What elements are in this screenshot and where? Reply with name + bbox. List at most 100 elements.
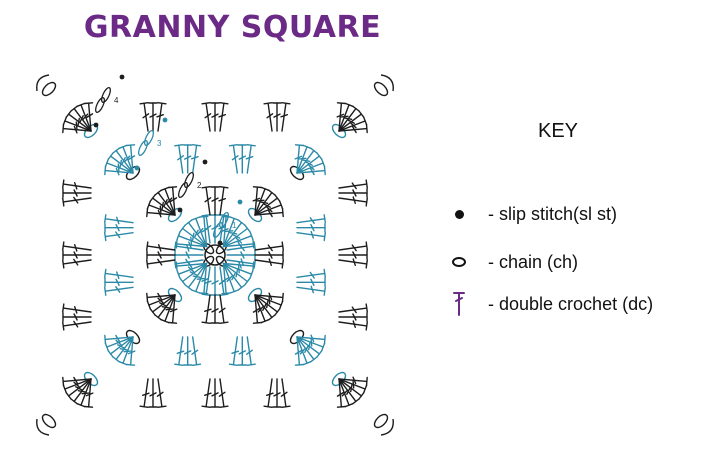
double-crochet-stitch <box>62 376 92 387</box>
slip-stitch-dot <box>177 207 183 213</box>
double-crochet-stitch <box>107 336 134 358</box>
double-crochet-stitch <box>210 378 220 408</box>
double-crochet-stitch <box>338 320 368 331</box>
double-crochet-stitch <box>65 110 92 132</box>
double-crochet-stitch <box>191 336 202 366</box>
double-crochet-stitch <box>201 101 212 132</box>
double-crochet-stitch <box>62 188 92 198</box>
double-crochet-stitch <box>62 116 92 132</box>
double-crochet-stitch <box>336 102 347 132</box>
double-crochet-icon <box>448 292 470 316</box>
double-crochet-stitch <box>146 292 176 303</box>
double-crochet-stitch <box>218 101 229 132</box>
key-label-slip-stitch: - slip stitch(sl st) <box>488 203 618 224</box>
double-crochet-stitch <box>103 268 134 280</box>
double-crochet-stitch <box>338 378 368 394</box>
double-crochet-stitch <box>148 102 158 132</box>
double-crochet-stitch <box>338 378 360 405</box>
double-crochet-stitch <box>201 294 212 324</box>
double-crochet-stitch <box>254 186 270 216</box>
double-crochet-stitch <box>254 241 284 252</box>
double-crochet-stitch <box>296 285 326 296</box>
starting-chain <box>178 181 188 199</box>
double-crochet-stitch <box>65 378 92 400</box>
double-crochet-stitch <box>149 294 176 316</box>
double-crochet-stitch <box>338 123 368 134</box>
double-crochet-stitch <box>62 123 92 134</box>
starting-chain <box>144 129 154 147</box>
double-crochet-stitch <box>112 336 134 363</box>
slip-stitch-dot <box>217 240 223 246</box>
round-number-label: 4 <box>114 96 119 105</box>
double-crochet-stitch <box>254 294 281 316</box>
double-crochet-stitch <box>139 101 150 132</box>
double-crochet-stitch <box>70 105 92 132</box>
double-crochet-stitch <box>228 336 240 366</box>
double-crochet-stitch <box>184 219 208 248</box>
double-crochet-stitch <box>179 224 208 248</box>
starting-chain <box>138 139 148 157</box>
double-crochet-stitch <box>294 336 305 366</box>
double-crochet-stitch <box>182 336 193 366</box>
double-crochet-stitch <box>83 378 94 408</box>
slip-stitch-dot <box>162 117 168 123</box>
chain-stitch <box>41 81 57 97</box>
double-crochet-stitch <box>222 262 246 291</box>
double-crochet-stitch <box>104 165 134 176</box>
double-crochet-stitch <box>254 294 270 324</box>
double-crochet-stitch <box>272 378 282 408</box>
double-crochet-stitch <box>104 334 134 345</box>
double-crochet-stitch <box>146 207 176 218</box>
double-crochet-stitch <box>254 189 276 216</box>
double-crochet-stitch <box>112 147 134 174</box>
double-crochet-stitch <box>296 334 326 345</box>
double-crochet-stitch <box>296 277 326 287</box>
double-crochet-stitch <box>222 262 254 279</box>
double-crochet-stitch <box>272 102 282 132</box>
double-crochet-stitch <box>218 266 229 296</box>
double-crochet-stitch <box>296 336 312 366</box>
double-crochet-stitch <box>62 196 92 207</box>
key-label-chain: - chain (ch) <box>488 251 579 272</box>
double-crochet-stitch <box>210 266 220 296</box>
chain-stitch <box>41 413 57 429</box>
slip-stitch-dot <box>237 199 243 205</box>
key-item-double-crochet: - double crochet (dc) <box>448 292 653 316</box>
double-crochet-stitch <box>296 147 318 174</box>
double-crochet-stitch <box>70 378 92 405</box>
double-crochet-stitch <box>280 101 291 132</box>
round-number-label: 3 <box>157 139 162 148</box>
double-crochet-stitch <box>156 378 167 408</box>
double-crochet-stitch <box>179 262 208 286</box>
double-crochet-stitch <box>296 158 326 174</box>
double-crochet-stitch <box>254 194 281 216</box>
double-crochet-stitch <box>125 144 136 174</box>
double-crochet-stitch <box>338 378 354 408</box>
slip-stitch-dot <box>134 165 140 171</box>
double-crochet-stitch <box>62 241 92 252</box>
double-crochet-stitch <box>338 196 368 207</box>
starting-chain <box>101 86 111 104</box>
double-crochet-stitch <box>62 179 92 190</box>
double-crochet-stitch <box>139 378 150 408</box>
double-crochet-stitch <box>107 152 134 174</box>
double-crochet-stitch <box>176 262 208 279</box>
double-crochet-stitch <box>222 262 251 286</box>
starting-chain <box>219 211 229 229</box>
double-crochet-stitch <box>338 376 368 387</box>
double-crochet-stitch <box>83 102 94 132</box>
double-crochet-stitch <box>296 152 323 174</box>
double-crochet-stitch <box>254 292 284 303</box>
double-crochet-stitch <box>156 101 167 132</box>
double-crochet-stitch <box>160 186 176 216</box>
double-crochet-stitch <box>254 258 284 269</box>
double-crochet-stitch <box>296 268 326 279</box>
double-crochet-stitch <box>338 258 368 269</box>
double-crochet-stitch <box>201 378 212 408</box>
double-crochet-stitch <box>338 179 368 190</box>
double-crochet-stitch <box>254 294 284 310</box>
double-crochet-stitch <box>336 378 347 408</box>
double-crochet-stitch <box>160 294 176 324</box>
double-crochet-stitch <box>338 312 368 322</box>
